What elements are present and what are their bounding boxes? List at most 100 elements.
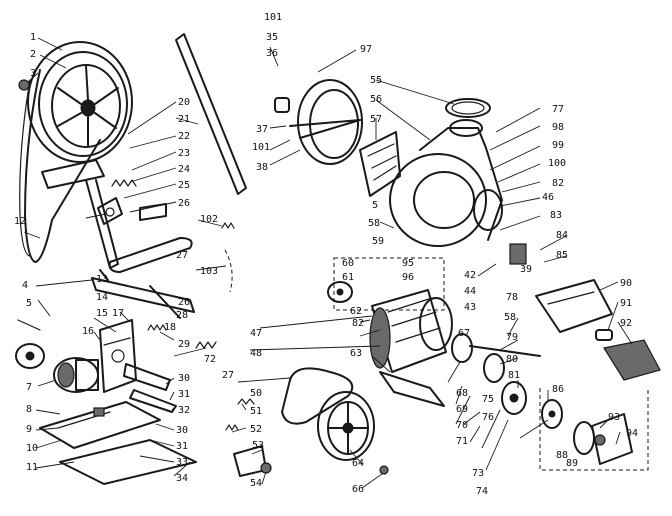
callout-91: 91 [620,298,632,309]
blower-housing [389,119,503,247]
callout-80: 80 [506,354,518,365]
callout-78: 78 [506,292,518,303]
callout-48: 48 [250,348,262,359]
callout-54: 54 [250,478,262,489]
belt-27-lower [281,367,354,425]
callout-22: 22 [178,131,190,142]
main-motor [369,289,453,373]
callout-92: 92 [620,318,632,329]
callout-100: 100 [548,158,566,169]
linkage-30-32 [123,363,177,413]
callout-83: 83 [550,210,562,221]
dashed-box-right [539,388,649,471]
callout-60: 60 [342,258,354,269]
callout-33: 33 [176,457,188,468]
callout-71: 71 [456,436,468,447]
callout-59: 59 [372,236,384,247]
callout-24: 24 [178,164,190,175]
callout-72: 72 [204,354,216,365]
fan-wheel-assembly [274,79,363,165]
flat-belt [175,33,247,195]
callout-35: 35 [266,32,278,43]
callout-14: 14 [96,292,108,303]
callout-17: 17 [112,308,124,319]
callout-44: 44 [464,286,476,297]
callout-101a: 101 [264,12,282,23]
callout-15: 15 [96,308,108,319]
base-plate-9-10 [39,401,161,449]
impeller-57 [359,131,401,197]
callout-103: 103 [200,266,218,277]
callout-21: 21 [178,114,190,125]
callout-37: 37 [256,124,268,135]
callout-76: 76 [482,412,494,423]
small-motor-7 [53,357,99,393]
callout-101b: 101 [252,142,270,153]
pulley-nut [18,79,30,91]
callout-89: 89 [566,458,578,469]
callout-46: 46 [542,192,554,203]
bracket-62 [327,281,353,303]
callout-61: 61 [342,272,354,283]
callout-86: 86 [552,384,564,395]
callout-28: 28 [176,310,188,321]
callout-labels: 1234557891011121314151617182021222324252… [14,12,638,497]
callout-84: 84 [556,230,568,241]
callout-52: 52 [250,424,262,435]
motor-89 [573,413,633,465]
tension-spring-23 [111,179,137,187]
callout-20: 20 [178,97,190,108]
small-bracket-26 [139,203,167,221]
callout-7: 7 [26,382,32,393]
switch-block-39 [509,243,527,265]
cord-clamp-15 [15,319,45,369]
callout-23: 23 [178,148,190,159]
pulley-86 [541,399,563,429]
callout-62: 62 [350,306,362,317]
motor-mount-63 [379,371,445,407]
callout-29: 29 [178,339,190,350]
spring-18 [147,324,167,331]
callout-64: 64 [352,458,364,469]
callout-98: 98 [552,122,564,133]
gear-box-17 [99,319,137,393]
spring-52 [225,424,239,431]
callout-26b: 26 [178,297,190,308]
callout-10: 10 [26,443,38,454]
spring-102 [221,222,235,229]
callout-36: 36 [266,48,278,59]
callout-12: 12 [14,216,26,227]
callout-2: 2 [30,49,36,60]
callout-43: 43 [464,302,476,313]
callout-31b: 31 [176,441,188,452]
bottom-plate-11 [59,439,197,485]
callout-97: 97 [360,44,372,55]
callout-32: 32 [178,405,190,416]
callout-3: 3 [30,68,36,79]
spring-29 [195,341,217,349]
large-pulley [27,41,133,163]
callout-27b: 27 [222,370,234,381]
callout-27a: 27 [176,250,188,261]
callout-77: 77 [552,104,564,115]
callout-73: 73 [472,468,484,479]
callout-30a: 30 [178,373,190,384]
callout-70: 70 [456,420,468,431]
callout-66: 66 [352,484,364,495]
callout-56: 56 [370,94,382,105]
spring-50 [237,398,255,405]
callout-34: 34 [176,473,188,484]
callout-38: 38 [256,162,268,173]
callout-8: 8 [26,404,32,415]
callout-67: 67 [458,328,470,339]
callout-96: 96 [402,272,414,283]
dashed-link-103 [224,249,233,293]
callout-58a: 58 [368,218,380,229]
callout-79: 79 [506,332,518,343]
callout-68: 68 [456,388,468,399]
callout-90: 90 [620,278,632,289]
callout-31a: 31 [178,389,190,400]
callout-63: 63 [350,348,362,359]
lower-frame [91,269,195,319]
